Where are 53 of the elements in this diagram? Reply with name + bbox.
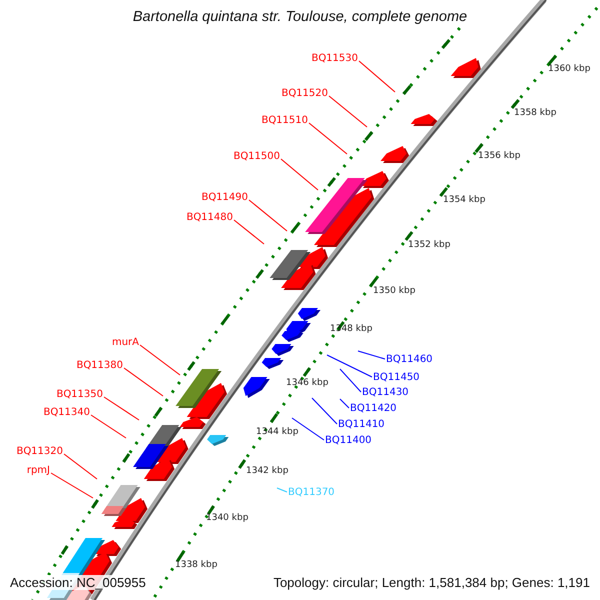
scale-label: 1342 kbp xyxy=(246,466,288,477)
leader-line xyxy=(276,488,288,492)
scale-label: 1340 kbp xyxy=(206,513,248,524)
leader-line xyxy=(326,354,372,378)
gene-label: BQ11510 xyxy=(261,114,308,127)
scale-label: 1358 kbp xyxy=(514,108,556,119)
leader-line xyxy=(50,472,94,498)
gene-label: BQ11370 xyxy=(288,486,335,499)
scale-label: 1350 kbp xyxy=(373,286,416,297)
gene-label: BQ11430 xyxy=(362,386,409,399)
leader-line xyxy=(124,368,164,396)
gene-label: BQ11340 xyxy=(43,406,90,419)
gene-label: BQ11460 xyxy=(386,353,433,366)
scale-label: 1338 kbp xyxy=(175,560,218,571)
scale-label: 1346 kbp xyxy=(286,378,328,389)
gene-label: BQ11480 xyxy=(186,211,233,224)
gene-label: BQ11450 xyxy=(373,371,420,384)
leader-line xyxy=(140,344,180,376)
leader-line xyxy=(358,350,386,360)
scale-label: 1356 kbp xyxy=(478,151,520,162)
footer-text: Topology: circular; Length: 1,581,384 bp; Genes: 1,191 xyxy=(271,575,592,590)
leader-line xyxy=(248,200,288,232)
gene-label: BQ11530 xyxy=(311,52,358,65)
gene-label: murA xyxy=(112,336,139,349)
gene-label: BQ11320 xyxy=(16,445,63,458)
title: Bartonella quintana str. Toulouse, complete genome xyxy=(132,9,468,25)
gene-label: BQ11420 xyxy=(350,402,397,415)
scale-label: 1344 kbp xyxy=(256,427,298,438)
leader-line xyxy=(90,414,126,438)
scale-label: 1348 kbp xyxy=(330,324,372,335)
scale-label: 1354 kbp xyxy=(443,195,486,206)
footer-text: Accession: NC_005955 xyxy=(8,575,148,590)
leader-line xyxy=(328,96,368,128)
leader-line xyxy=(340,398,350,408)
gene-label: BQ11520 xyxy=(281,87,328,100)
gene-label: BQ11350 xyxy=(56,388,103,401)
gene-label: BQ11500 xyxy=(233,150,280,163)
gene-label: BQ11400 xyxy=(325,434,372,447)
leader-line xyxy=(340,368,362,392)
leader-line xyxy=(234,220,264,244)
leader-line xyxy=(358,60,396,92)
gene-label: BQ11380 xyxy=(76,359,123,372)
leader-line xyxy=(292,418,324,440)
leader-line xyxy=(308,122,348,154)
gene-label: rpmJ xyxy=(26,464,50,477)
leader-line xyxy=(104,396,140,420)
gene-label: BQ11490 xyxy=(201,191,248,204)
scale-label: 1360 kbp xyxy=(548,64,590,75)
leader-line xyxy=(312,398,338,424)
scale-label: 1352 kbp xyxy=(408,240,450,251)
leader-line xyxy=(280,158,318,190)
leader-line xyxy=(64,454,98,480)
gene-label: BQ11410 xyxy=(338,418,385,431)
